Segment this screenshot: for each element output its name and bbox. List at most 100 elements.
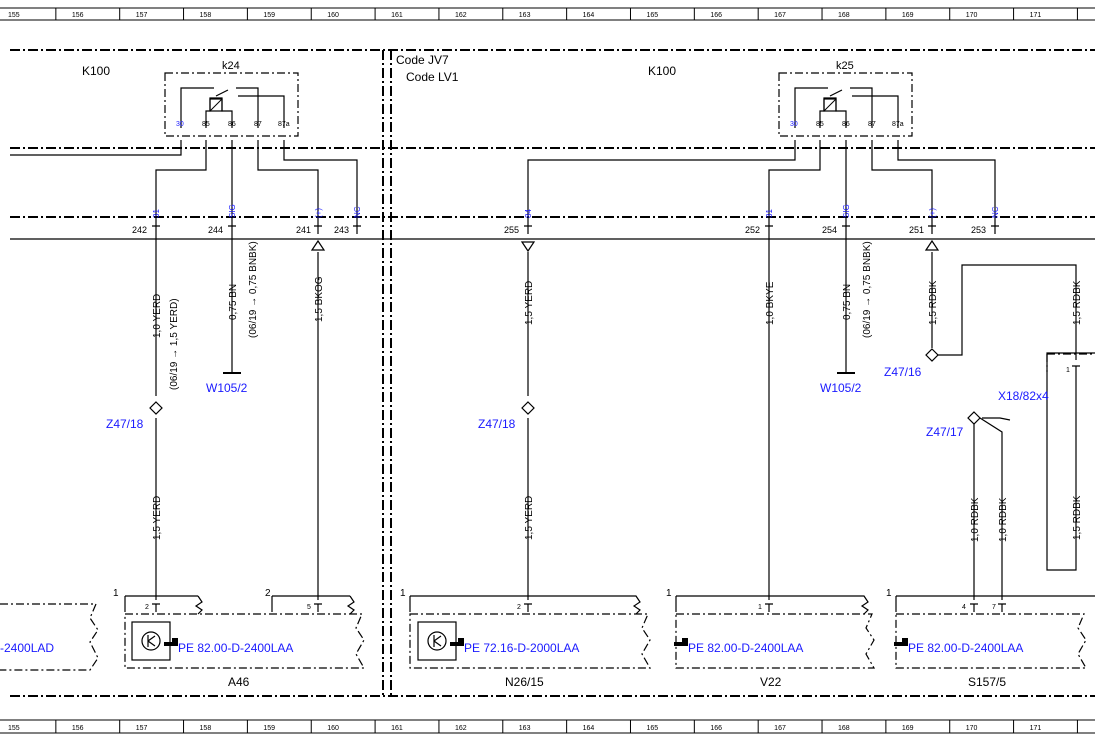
- ruler-column-160: 160: [327, 12, 339, 19]
- component-v22: 1 1 PE 82.00-D-2400LAA V22: [666, 588, 876, 689]
- sig-sig-left: SIG: [228, 204, 237, 218]
- ruler-column-163: 163: [519, 725, 531, 732]
- label-a46: A46: [228, 675, 250, 689]
- ruler-column-164: 164: [583, 12, 595, 19]
- ruler-column-157: 157: [136, 12, 148, 19]
- ruler-column-162: 162: [455, 725, 467, 732]
- k24-pin-87: 87: [254, 121, 262, 128]
- k25-pin-85: 85: [816, 121, 824, 128]
- term-243: 243: [334, 225, 349, 235]
- n26-conn-1: 1: [400, 588, 406, 599]
- label-code-jv7: Code JV7: [396, 53, 449, 67]
- wire-label-9: 1,5 RDBK: [928, 280, 939, 325]
- x18-connector: [1046, 353, 1095, 372]
- ruler-column-167: 167: [774, 12, 786, 19]
- sig-plus-left: (+): [314, 208, 323, 218]
- label-s157: S157/5: [968, 675, 1006, 689]
- ruler-column-156: 156: [72, 725, 84, 732]
- component-s157: 1 4 7 PE 82.00-D-2400LAA S157/5: [886, 588, 1095, 689]
- ruler-column-161: 161: [391, 725, 403, 732]
- component-partial-left: -2400LAD: [0, 603, 99, 671]
- sig-plus-right: (+): [928, 208, 937, 218]
- wire-label-4: 1,5 YERD: [152, 496, 163, 540]
- wire-label-8: 0,75 BN: [842, 284, 853, 320]
- term-252: 252: [745, 225, 760, 235]
- sig-nc-left: NC: [353, 206, 362, 218]
- ruler-column-168: 168: [838, 12, 850, 19]
- wire-label-6: 1,5 YERD: [524, 496, 535, 540]
- ref-s157: PE 82.00-D-2400LAA: [908, 641, 1023, 655]
- k25-pin-30: 30: [790, 121, 798, 128]
- ruler-column-159: 159: [263, 725, 275, 732]
- ref-partial: -2400LAD: [0, 641, 54, 655]
- hand-pointer-icon: [674, 638, 688, 646]
- wire-label-8b: (06/19 → 0,75 BNBK): [862, 241, 873, 338]
- left-relay-wires: [10, 140, 358, 226]
- ruler-column-159: 159: [263, 12, 275, 19]
- wire-label-7: 1,0 BKYE: [765, 281, 776, 325]
- wire-z47-16: [931, 252, 1077, 360]
- right-relay-wires: [527, 140, 996, 226]
- hand-pointer-icon: [164, 638, 178, 646]
- relay-k25-label: k25: [836, 60, 854, 72]
- ruler-column-171: 171: [1030, 12, 1042, 19]
- k24-pin-85: 85: [202, 121, 210, 128]
- sig-sig-right: SIG: [842, 204, 851, 218]
- k24-pin-87a: 87a: [278, 121, 290, 128]
- wire-x18: [1046, 352, 1095, 571]
- x18-pin-mark: [1072, 365, 1080, 372]
- k24-pin-86: 86: [228, 121, 236, 128]
- ruler-column-162: 162: [455, 12, 467, 19]
- sig-31-right: 31: [765, 209, 774, 218]
- ruler-column-163: 163: [519, 12, 531, 19]
- ruler-column-156: 156: [72, 12, 84, 19]
- wire-label-5: 1,5 YERD: [524, 281, 535, 325]
- ruler-column-155: 155: [8, 12, 20, 19]
- ref-a46: PE 82.00-D-2400LAA: [178, 641, 293, 655]
- ref-v22: PE 82.00-D-2400LAA: [688, 641, 803, 655]
- sig-84: 84: [524, 209, 533, 218]
- ruler-column-171: 171: [1030, 725, 1042, 732]
- ruler-column-161: 161: [391, 12, 403, 19]
- ruler-column-165: 165: [646, 725, 658, 732]
- relay-k24: k24 30 85 86 87 87a: [164, 60, 299, 137]
- wire-z47-17: [973, 417, 1003, 600]
- term-242: 242: [132, 225, 147, 235]
- label-k100-left: K100: [82, 64, 110, 78]
- terminal-numbers: 242 244 241 243 255 252 254 251 253: [132, 225, 986, 235]
- ruler-column-168: 168: [838, 725, 850, 732]
- node-z47-18-left: Z47/18: [106, 417, 144, 431]
- sig-31-left: 31: [152, 209, 161, 218]
- term-254: 254: [822, 225, 837, 235]
- term-253: 253: [971, 225, 986, 235]
- term-241: 241: [296, 225, 311, 235]
- a46-pin-5: 5: [307, 604, 311, 611]
- k25-pin-87a: 87a: [892, 121, 904, 128]
- x18-pin: 1: [1066, 367, 1070, 374]
- ruler-column-158: 158: [200, 725, 212, 732]
- node-z47-16: Z47/16: [884, 365, 922, 379]
- component-a46: 1 2 2 5 PE 82.00-D-2400LAA A46: [113, 588, 366, 689]
- node-z47-18-right: Z47/18: [478, 417, 516, 431]
- node-x18: X18/82x4: [998, 389, 1049, 403]
- ruler-column-160: 160: [327, 725, 339, 732]
- label-v22: V22: [760, 675, 782, 689]
- node-labels: W105/2 W105/2 Z47/18 Z47/18 Z47/16 Z47/1…: [106, 365, 1049, 439]
- label-code-lv1: Code LV1: [406, 70, 459, 84]
- ruler-column-169: 169: [902, 725, 914, 732]
- relay-k24-label: k24: [222, 60, 240, 72]
- refer-icons: [164, 638, 908, 646]
- ruler-column-167: 167: [774, 725, 786, 732]
- node-z47-17: Z47/17: [926, 425, 964, 439]
- k25-pin-87: 87: [868, 121, 876, 128]
- s157-pin-4: 4: [962, 604, 966, 611]
- k24-pin-30: 30: [176, 121, 184, 128]
- connector-pins: [152, 225, 999, 253]
- term-244: 244: [208, 225, 223, 235]
- wire-label-2: 0,75 BN: [228, 284, 239, 320]
- wire-label-12: 1,0 RDBK: [998, 497, 1009, 542]
- component-n26: 1 2 PE 72.16-D-2000LAA N26/15: [400, 588, 652, 689]
